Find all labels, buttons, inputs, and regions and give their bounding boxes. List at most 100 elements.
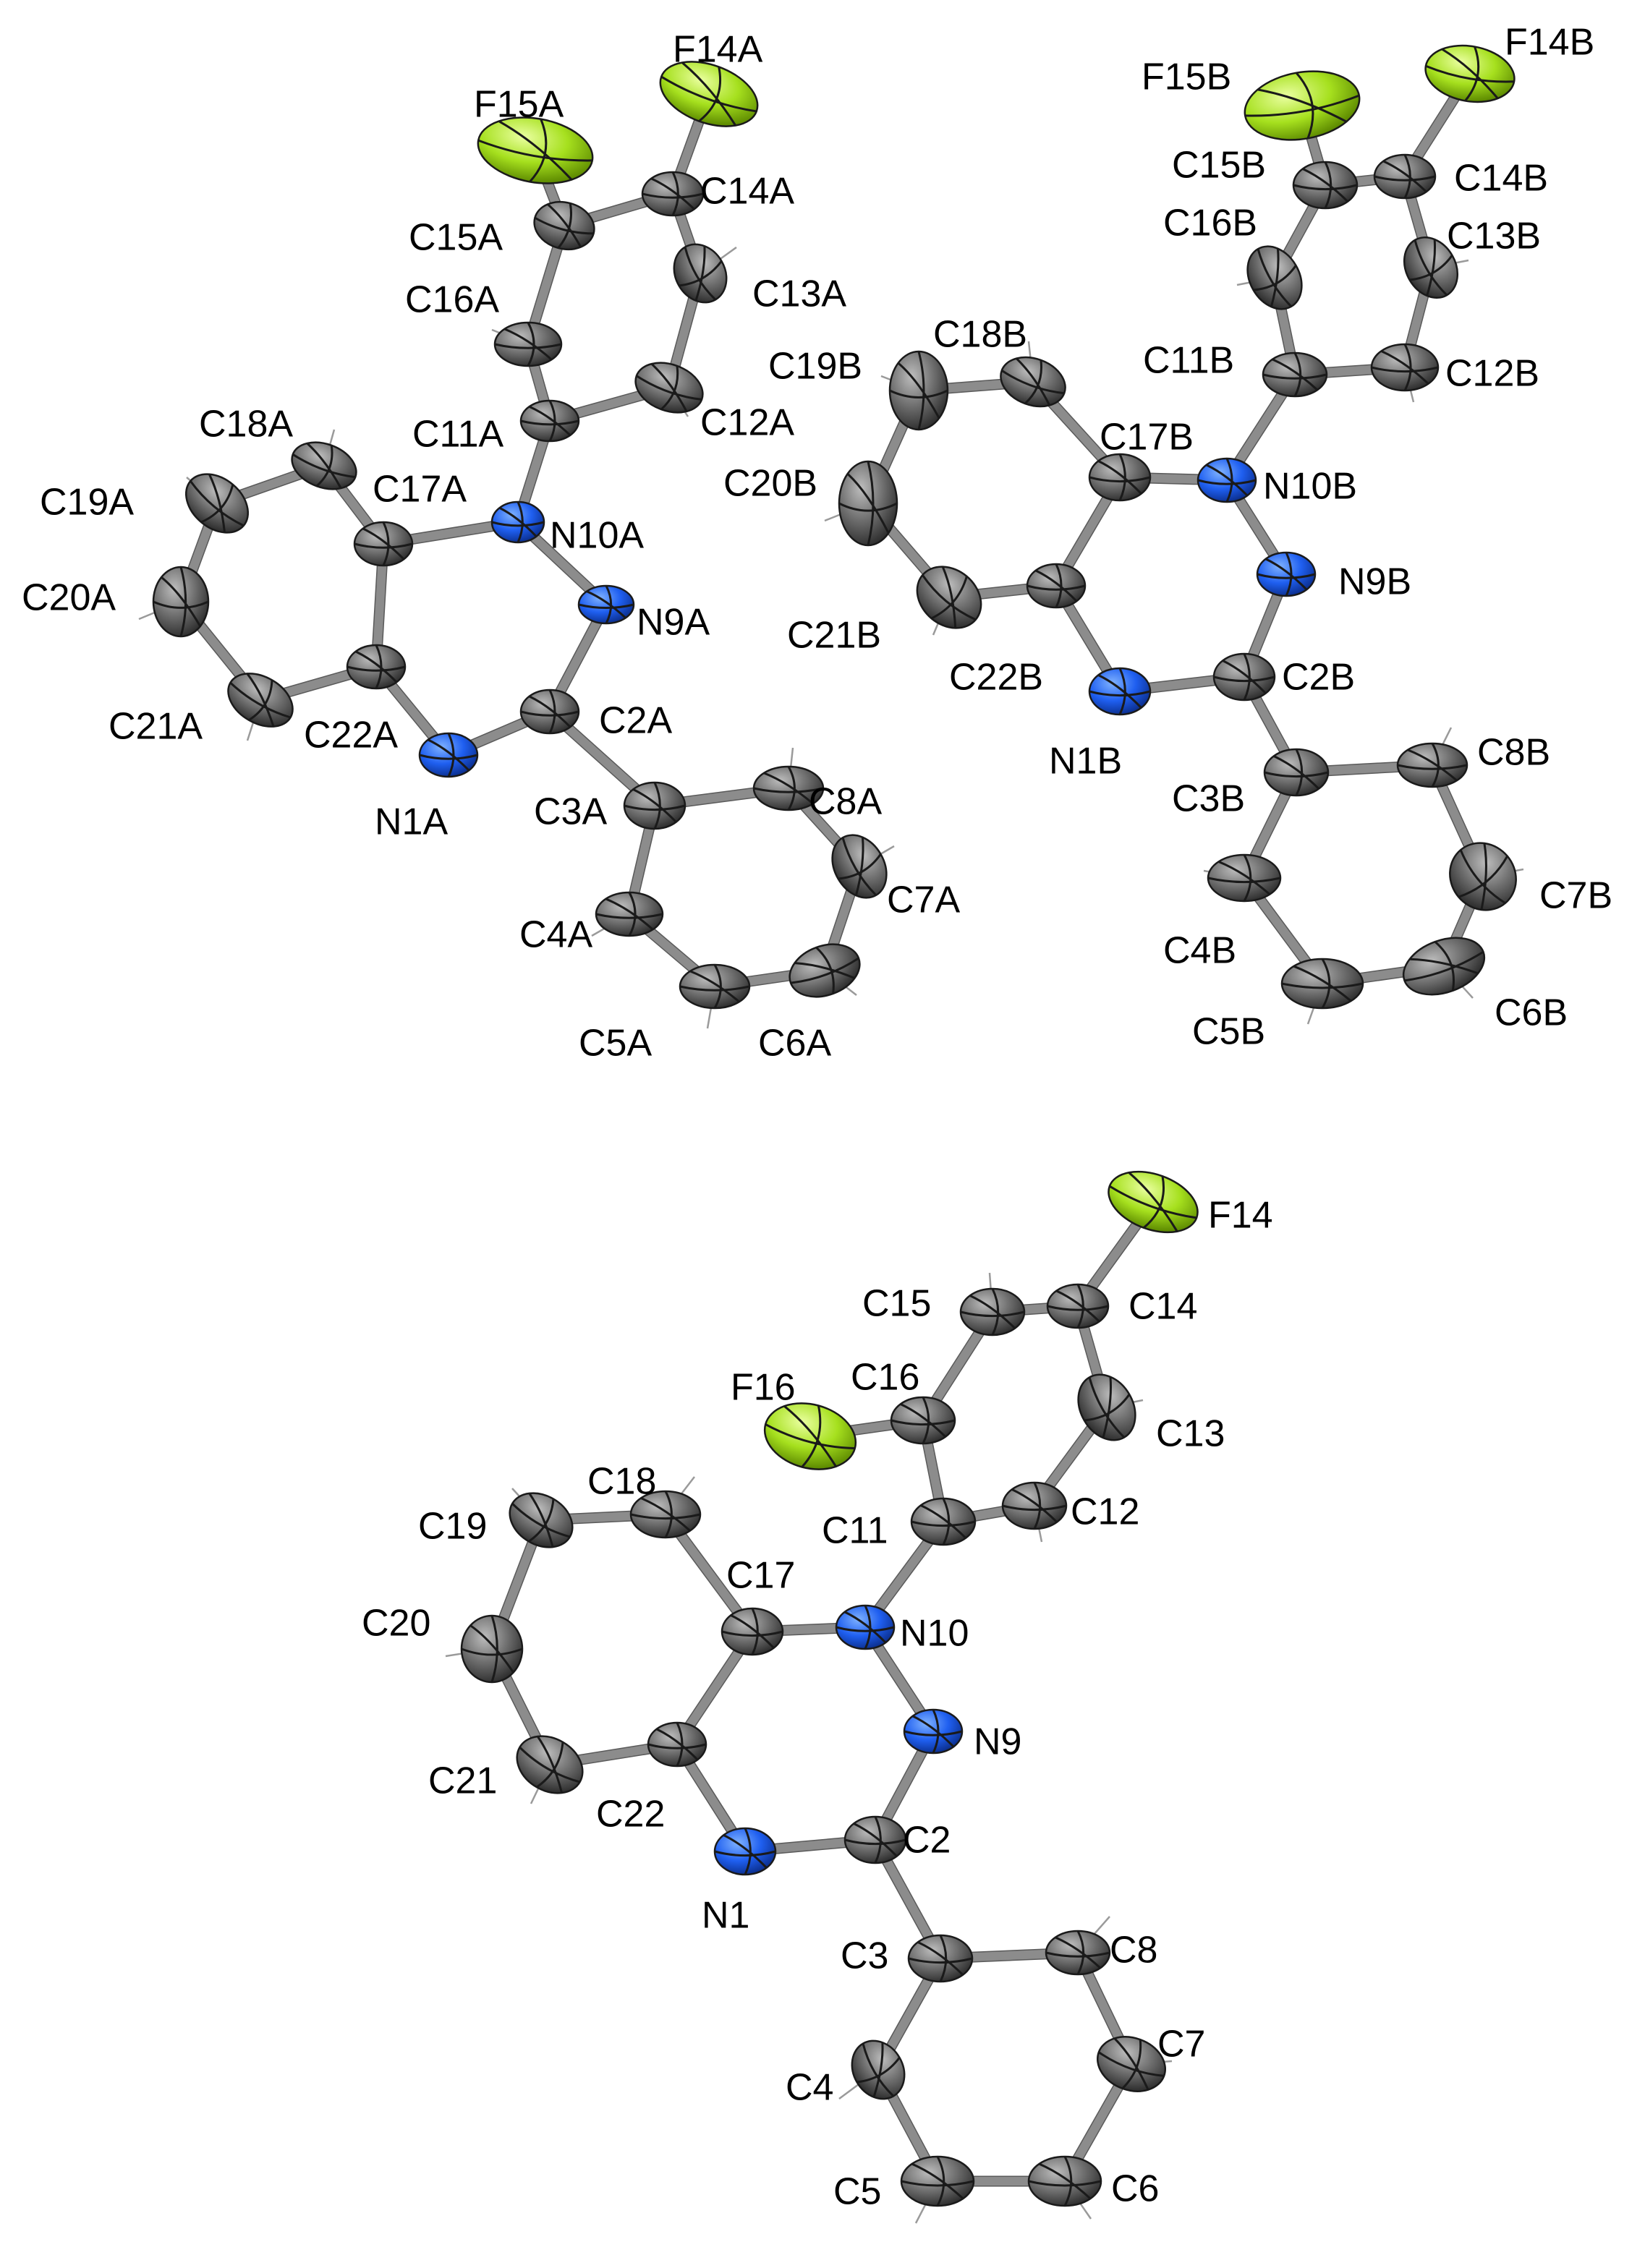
ellipsoid-axis xyxy=(1302,168,1348,202)
ellipsoid-axis xyxy=(969,1295,1016,1329)
atom-label-c13b: C13B xyxy=(1447,216,1541,257)
ellipsoid-axis xyxy=(911,2162,964,2199)
atom-label-c8: C8 xyxy=(1110,1930,1157,1971)
atom-ellipsoid xyxy=(959,1287,1026,1336)
ellipsoid-axis xyxy=(511,1502,571,1538)
atom-c2 xyxy=(843,1815,907,1864)
atom-c2a xyxy=(519,688,580,735)
atom-n1a xyxy=(418,732,479,778)
atom-c6b xyxy=(1402,937,1486,996)
atom-f14b xyxy=(1424,44,1516,103)
ellipsoid-axis xyxy=(499,507,537,537)
atom-label-c12: C12 xyxy=(1071,1491,1139,1533)
ellipsoid-axis xyxy=(491,521,545,527)
atom-c14a xyxy=(641,171,705,217)
atom-c12a xyxy=(634,362,704,414)
ellipsoid-axis xyxy=(1257,248,1293,307)
ellipsoid-axis xyxy=(679,985,750,992)
ellipsoid-axis xyxy=(179,566,187,637)
ellipsoid-axis xyxy=(1016,357,1050,406)
atom-label-c14b: C14B xyxy=(1454,158,1548,200)
atom-ellipsoid xyxy=(1449,842,1517,911)
ellipsoid-axis xyxy=(941,566,957,628)
atom-ellipsoid xyxy=(291,441,357,490)
ellipsoid-axis xyxy=(783,1405,837,1467)
atom-c22 xyxy=(647,1721,707,1768)
atom-label-c5: C5 xyxy=(833,2171,881,2213)
ellipsoid-axis xyxy=(901,2180,974,2187)
ellipsoid-axis xyxy=(1414,239,1448,297)
atom-n9b xyxy=(1256,551,1317,597)
ellipsoid-axis xyxy=(519,1746,580,1783)
ellipsoid-axis xyxy=(753,787,824,793)
ellipsoid-axis xyxy=(547,203,582,247)
atom-label-c6a: C6A xyxy=(758,1023,831,1065)
ellipsoid-axis xyxy=(900,1403,946,1438)
ellipsoid-axis xyxy=(689,970,740,1003)
atom-c4a xyxy=(595,891,664,937)
ellipsoid-axis xyxy=(1281,982,1364,989)
atom-ellipsoid xyxy=(509,1492,574,1548)
atom-c5b xyxy=(1280,958,1364,1010)
ellipsoid-axis xyxy=(911,1520,976,1527)
ellipsoid-axis xyxy=(1459,849,1506,905)
atom-label-c12b: C12B xyxy=(1445,353,1539,395)
ellipsoid-axis xyxy=(428,738,470,772)
ellipsoid-axis xyxy=(1321,958,1331,1009)
ellipsoid-axis xyxy=(1002,1504,1067,1512)
atom-c14 xyxy=(1046,1283,1110,1329)
ellipsoid-axis xyxy=(889,389,948,398)
atom-label-c5a: C5A xyxy=(579,1023,652,1065)
atom-ellipsoid xyxy=(1027,2155,1102,2207)
ellipsoid-axis xyxy=(1480,843,1487,910)
atom-label-c14a: C14A xyxy=(700,171,794,213)
atom-ellipsoid xyxy=(1262,351,1328,398)
atom-label-c17: C17 xyxy=(726,1555,795,1597)
atom-label-f14b: F14B xyxy=(1505,22,1594,64)
ellipsoid-axis xyxy=(477,139,592,162)
ellipsoid-axis xyxy=(1011,1488,1058,1523)
atom-ellipsoid xyxy=(1046,1283,1110,1329)
ellipsoid-axis xyxy=(1265,558,1308,591)
atom-c21 xyxy=(516,1735,584,1794)
atom-label-c22a: C22A xyxy=(304,715,398,756)
atom-label-c7: C7 xyxy=(1157,2024,1205,2066)
atom-ellipsoid xyxy=(1088,453,1152,502)
ellipsoid-axis xyxy=(208,474,226,532)
ellipsoid-axis xyxy=(1222,660,1267,694)
atom-ellipsoid xyxy=(1263,748,1330,797)
atom-label-c11a: C11A xyxy=(412,414,504,456)
ellipsoid-axis xyxy=(684,247,717,301)
ellipsoid-axis xyxy=(936,2156,945,2207)
ellipsoid-axis xyxy=(844,1838,906,1846)
atom-label-c15a: C15A xyxy=(409,217,503,259)
ellipsoid-axis xyxy=(1035,569,1078,602)
ellipsoid-axis xyxy=(1273,755,1319,790)
ellipsoid-axis xyxy=(815,946,835,994)
ellipsoid-axis xyxy=(161,576,201,627)
ellipsoid-axis xyxy=(504,328,553,361)
ellipsoid-axis xyxy=(1407,749,1458,782)
ellipsoid-axis xyxy=(1434,941,1455,992)
ellipsoid-axis xyxy=(855,837,864,896)
atom-c17a xyxy=(353,521,414,567)
atom-c22b xyxy=(1026,563,1087,609)
atom-ellipsoid xyxy=(623,781,687,830)
ellipsoid-axis xyxy=(1371,366,1439,373)
atom-label-f16: F16 xyxy=(731,1367,796,1409)
atom-ellipsoid xyxy=(184,473,250,534)
atom-c21b xyxy=(916,566,982,629)
atom-ellipsoid xyxy=(634,362,704,414)
atom-label-c16b: C16B xyxy=(1163,202,1257,244)
atom-label-c6b: C6B xyxy=(1495,992,1568,1034)
atom-label-c22: C22 xyxy=(596,1794,665,1836)
ellipsoid-axis xyxy=(730,1614,775,1649)
ellipsoid-axis xyxy=(1464,46,1480,102)
atom-c20 xyxy=(460,1614,524,1684)
atom-label-c2a: C2A xyxy=(599,700,672,742)
ellipsoid-axis xyxy=(1063,2156,1073,2207)
atom-label-c8a: C8A xyxy=(809,781,882,823)
atom-ellipsoid xyxy=(1108,1170,1199,1234)
ellipsoid-axis xyxy=(647,1743,707,1749)
atom-label-c4a: C4A xyxy=(519,914,592,956)
